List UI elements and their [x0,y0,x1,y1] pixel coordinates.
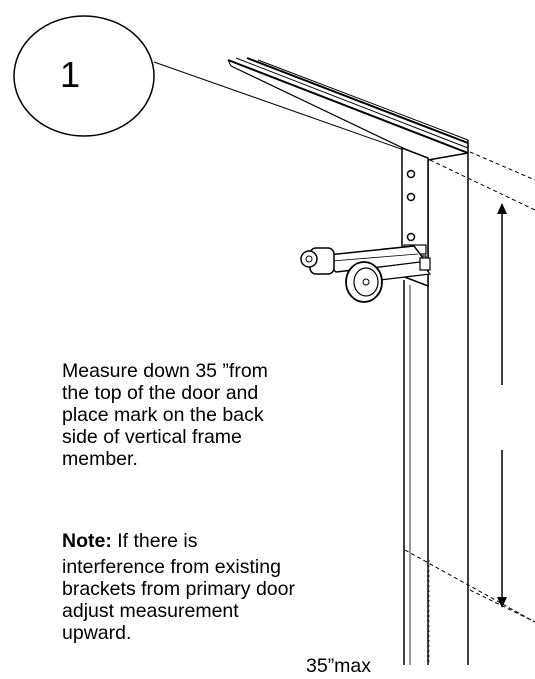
note-label: Note: [62,530,112,552]
note-line: upward. [62,622,132,644]
note-line: interference from existing [62,556,281,578]
callout-leader-line [153,61,405,151]
note-line: adjust measurement [62,600,239,622]
top-frame-member [227,57,469,166]
instruction-text: Measure down 35 ”from the top of the doo… [62,360,352,470]
instruction-line: side of vertical frame [62,426,242,448]
instruction-line: member. [62,448,138,470]
note-line: brackets from primary door [62,578,295,600]
note-first-text: If there is [111,530,198,552]
roller-assembly [300,245,432,303]
dimension-label: 35”max [306,655,372,677]
note-first-line: Note: If there is [62,530,352,552]
step-number: 1 [60,54,81,95]
instruction-line: the top of the door and [62,382,259,404]
instruction-line: Measure down 35 ”from [62,360,268,382]
instruction-line: place mark on the back [62,404,264,426]
step-circle [13,15,155,137]
dimension-arrow [497,203,507,608]
note-text: Note: If there is interference from exis… [62,530,352,644]
